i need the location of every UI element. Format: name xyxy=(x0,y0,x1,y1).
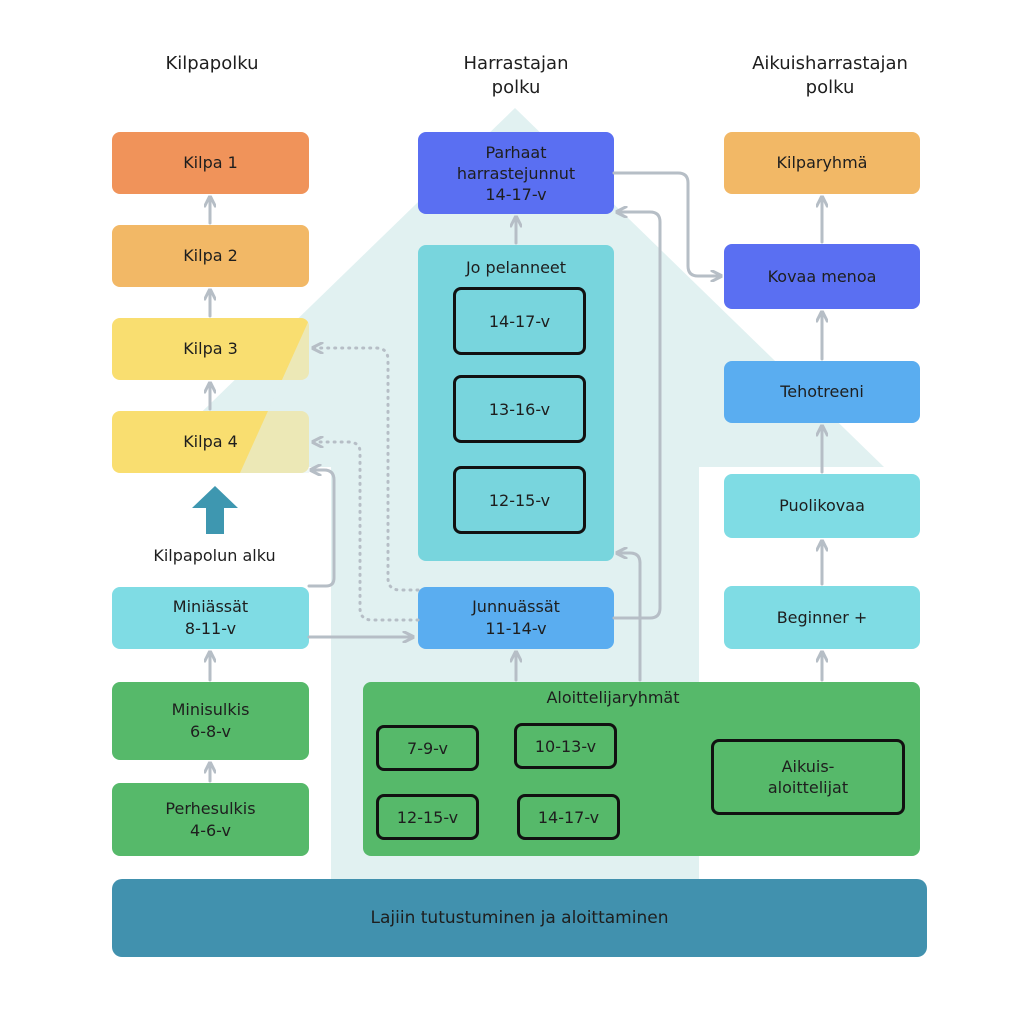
kilpa-2-box: Kilpa 2 xyxy=(112,225,309,287)
aloittelijaryhmat-title: Aloittelijaryhmät xyxy=(546,688,680,707)
aloittelija-10-13-box: 10-13-v xyxy=(514,723,617,769)
aikuisaloittelijat-box: Aikuis- aloittelijat xyxy=(711,739,905,815)
kovaa-menoa-box: Kovaa menoa xyxy=(724,244,920,309)
junnuassat-box: Junnuässät 11-14-v xyxy=(418,587,614,649)
jo-pelanneet-title: Jo pelanneet xyxy=(465,258,567,277)
column-title-aikuisharrastajan-polku: Aikuisharrastajan polku xyxy=(752,53,908,98)
aloittelija-7-9-box: 7-9-v xyxy=(376,725,479,771)
puolikovaa-box: Puolikovaa xyxy=(724,474,920,538)
kilpa-1-box: Kilpa 1 xyxy=(112,132,309,194)
column-title-kilpapolku: Kilpapolku xyxy=(165,53,259,74)
kilpa-3-box: Kilpa 3 xyxy=(112,318,309,380)
kilparyhma-box: Kilparyhmä xyxy=(724,132,920,194)
kilpa-4-box: Kilpa 4 xyxy=(112,411,309,473)
up-arrow-icon xyxy=(192,486,238,534)
miniassat-box: Miniässät 8-11-v xyxy=(112,587,309,649)
aloittelija-14-17-box: 14-17-v xyxy=(517,794,620,840)
perhesulkis-box: Perhesulkis 4-6-v xyxy=(112,783,309,856)
parhaat-harrastejunnut-box: Parhaat harrastejunnut 14-17-v xyxy=(418,132,614,214)
beginner-plus-box: Beginner + xyxy=(724,586,920,649)
foundation-bar: Lajiin tutustuminen ja aloittaminen xyxy=(112,879,927,957)
jo-pelanneet-13-16-box: 13-16-v xyxy=(453,375,586,443)
jo-pelanneet-14-17-box: 14-17-v xyxy=(453,287,586,355)
aloittelija-12-15-box: 12-15-v xyxy=(376,794,479,840)
jo-pelanneet-12-15-box: 12-15-v xyxy=(453,466,586,534)
column-title-harrastajan-polku: Harrastajan polku xyxy=(463,53,569,98)
tehotreeni-box: Tehotreeni xyxy=(724,361,920,423)
jo-pelanneet-group xyxy=(418,245,614,561)
minisulkis-box: Minisulkis 6-8-v xyxy=(112,682,309,760)
kilpapolun-alku-label: Kilpapolun alku xyxy=(153,546,276,565)
